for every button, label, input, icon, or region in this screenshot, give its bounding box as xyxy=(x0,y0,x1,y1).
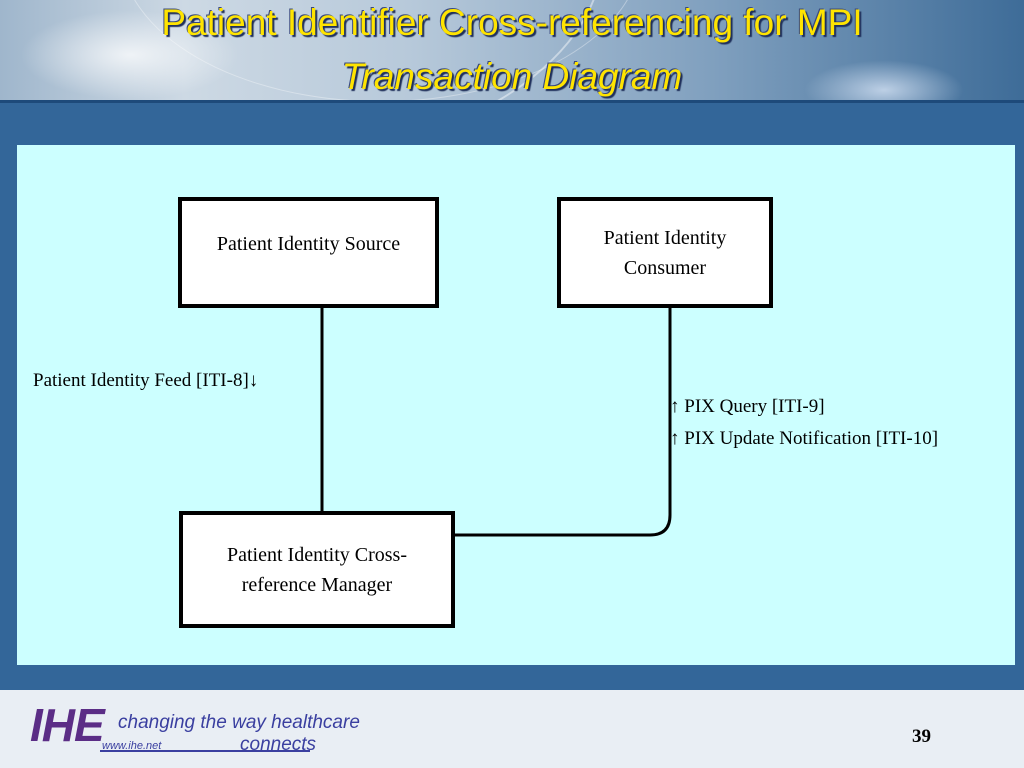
feed-transaction-label: Patient Identity Feed [ITI-8]↓ xyxy=(33,370,259,391)
cross-reference-manager-box: Patient Identity Cross- reference Manage… xyxy=(179,511,455,628)
update-transaction-label: ↑ PIX Update Notification [ITI-10] xyxy=(670,428,939,449)
consumer-label-line1: Patient Identity xyxy=(603,226,727,249)
consumer-label-line2: Consumer xyxy=(623,256,707,279)
query-transaction-label: ↑ PIX Query [ITI-9] xyxy=(670,396,825,417)
source-label: Patient Identity Source xyxy=(216,233,401,255)
manager-label-line1: Patient Identity Cross- xyxy=(227,543,407,566)
manager-label-line2: reference Manager xyxy=(241,573,393,596)
ihe-logo: IHE xyxy=(30,699,105,751)
slide-footer: IHE changing the way healthcare www.ihe.… xyxy=(0,690,1024,768)
light-glow-decoration xyxy=(20,10,240,100)
slide-subtitle: Transaction Diagram xyxy=(341,56,683,97)
slide-title: Patient Identifier Cross-referencing for… xyxy=(161,2,863,43)
logo-tagline-connects: connects xyxy=(240,734,317,755)
query-connector xyxy=(453,307,672,537)
patient-identity-source-box: Patient Identity Source xyxy=(178,197,439,308)
logo-underline xyxy=(100,750,310,752)
patient-identity-consumer-box: Patient Identity Consumer xyxy=(557,197,773,308)
logo-tagline: changing the way healthcare xyxy=(118,712,360,733)
page-number: 39 xyxy=(912,726,931,747)
logo-url: www.ihe.net xyxy=(102,740,162,752)
slide-header: Patient Identifier Cross-referencing for… xyxy=(0,0,1024,100)
light-spark-decoration xyxy=(804,60,964,100)
